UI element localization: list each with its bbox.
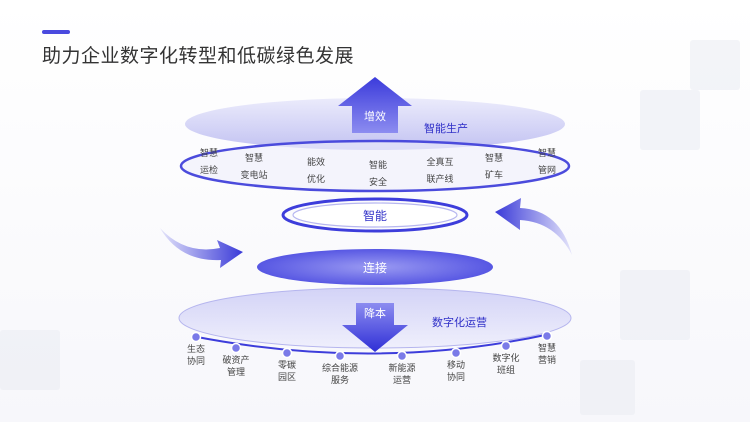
background-tile — [640, 90, 700, 150]
bottom-item-line: 园区 — [277, 373, 297, 383]
middle-ring-label: 智能 — [362, 209, 388, 223]
top-ring-item-line: 优化 — [306, 175, 326, 185]
top-ring-item: 智慧管网 — [538, 148, 556, 178]
top-caption: 智能生产 — [424, 122, 468, 135]
background-tile — [0, 330, 60, 390]
top-ring-item: 智慧变电站 — [240, 153, 267, 183]
bottom-item-line: 班组 — [496, 366, 516, 376]
up-arrow-label: 增效 — [364, 110, 386, 123]
bottom-item: 新能源运营 — [388, 363, 415, 387]
bottom-item-line: 零碳 — [277, 361, 297, 371]
top-ring-item-line: 运检 — [199, 166, 219, 176]
top-ring-item-line: 变电站 — [240, 171, 268, 181]
bottom-item-line: 新能源 — [388, 364, 416, 374]
top-ring-item-line: 智慧 — [484, 154, 504, 164]
left-curved-arrow — [160, 228, 243, 268]
bottom-item-line: 协同 — [446, 373, 466, 383]
top-ring-item-line: 能效 — [306, 158, 326, 168]
top-ring-item: 能效优化 — [307, 157, 325, 187]
bottom-item: 数字化班组 — [492, 353, 519, 377]
bottom-item: 移动协同 — [447, 360, 465, 384]
page-title: 助力企业数字化转型和低碳绿色发展 — [42, 45, 355, 67]
background-tile — [620, 270, 690, 340]
connect-label: 连接 — [362, 261, 388, 275]
bottom-dot — [500, 340, 512, 352]
bottom-item: 生态协同 — [187, 344, 205, 368]
top-ring-item: 智能安全 — [369, 160, 387, 190]
background-tile — [580, 360, 635, 415]
bottom-item: 综合能源服务 — [322, 363, 358, 387]
top-ring — [179, 139, 571, 193]
middle-ring-outer — [281, 197, 469, 233]
top-ring-item-line: 管网 — [537, 166, 557, 176]
bottom-dot — [281, 347, 293, 359]
middle-ring-inner — [292, 202, 458, 228]
bottom-dot — [450, 347, 462, 359]
bottom-item-line: 协同 — [186, 357, 206, 367]
bottom-caption: 数字化运营 — [432, 316, 487, 329]
top-ring-item-line: 矿车 — [484, 171, 504, 181]
down-arrow-label: 降本 — [364, 307, 386, 320]
connect-disc — [257, 249, 493, 285]
right-curved-arrow — [495, 198, 572, 255]
bottom-dot — [541, 330, 553, 342]
bottom-item-line: 营销 — [537, 356, 557, 366]
bottom-item-line: 数字化 — [492, 354, 520, 364]
bottom-item: 智慧营销 — [538, 343, 556, 367]
top-ring-item-line: 智慧 — [244, 154, 264, 164]
bottom-item: 破资产管理 — [222, 355, 249, 379]
top-ring-item: 智慧运检 — [200, 148, 218, 178]
top-ring-item-line: 智慧 — [537, 149, 557, 159]
bottom-item-line: 智慧 — [537, 344, 557, 354]
bottom-item-line: 生态 — [186, 345, 206, 355]
top-ring-item-line: 安全 — [368, 178, 388, 188]
bottom-item-line: 综合能源 — [321, 364, 359, 374]
background-tile — [690, 40, 740, 90]
top-ring-item-line: 联产线 — [426, 175, 454, 185]
bottom-item-line: 运营 — [392, 376, 412, 386]
title-accent-bar — [42, 30, 70, 34]
top-ring-item-line: 全真互 — [426, 158, 454, 168]
top-ring-item-line: 智慧 — [199, 149, 219, 159]
top-ring-item: 全真互联产线 — [426, 157, 453, 187]
up-arrow — [338, 77, 412, 133]
bottom-dot — [396, 350, 408, 362]
bottom-item-line: 管理 — [226, 368, 246, 378]
bottom-dots — [190, 330, 553, 362]
bottom-dot — [230, 342, 242, 354]
bottom-dot — [190, 331, 202, 343]
top-ring-item: 智慧矿车 — [485, 153, 503, 183]
bottom-item: 零碳园区 — [278, 360, 296, 384]
bottom-item-line: 移动 — [446, 361, 466, 371]
down-arrow — [342, 303, 408, 352]
bottom-item-line: 破资产 — [222, 356, 250, 366]
bottom-dot — [334, 350, 346, 362]
top-ring-item-line: 智能 — [368, 161, 388, 171]
bottom-item-line: 服务 — [330, 376, 350, 386]
